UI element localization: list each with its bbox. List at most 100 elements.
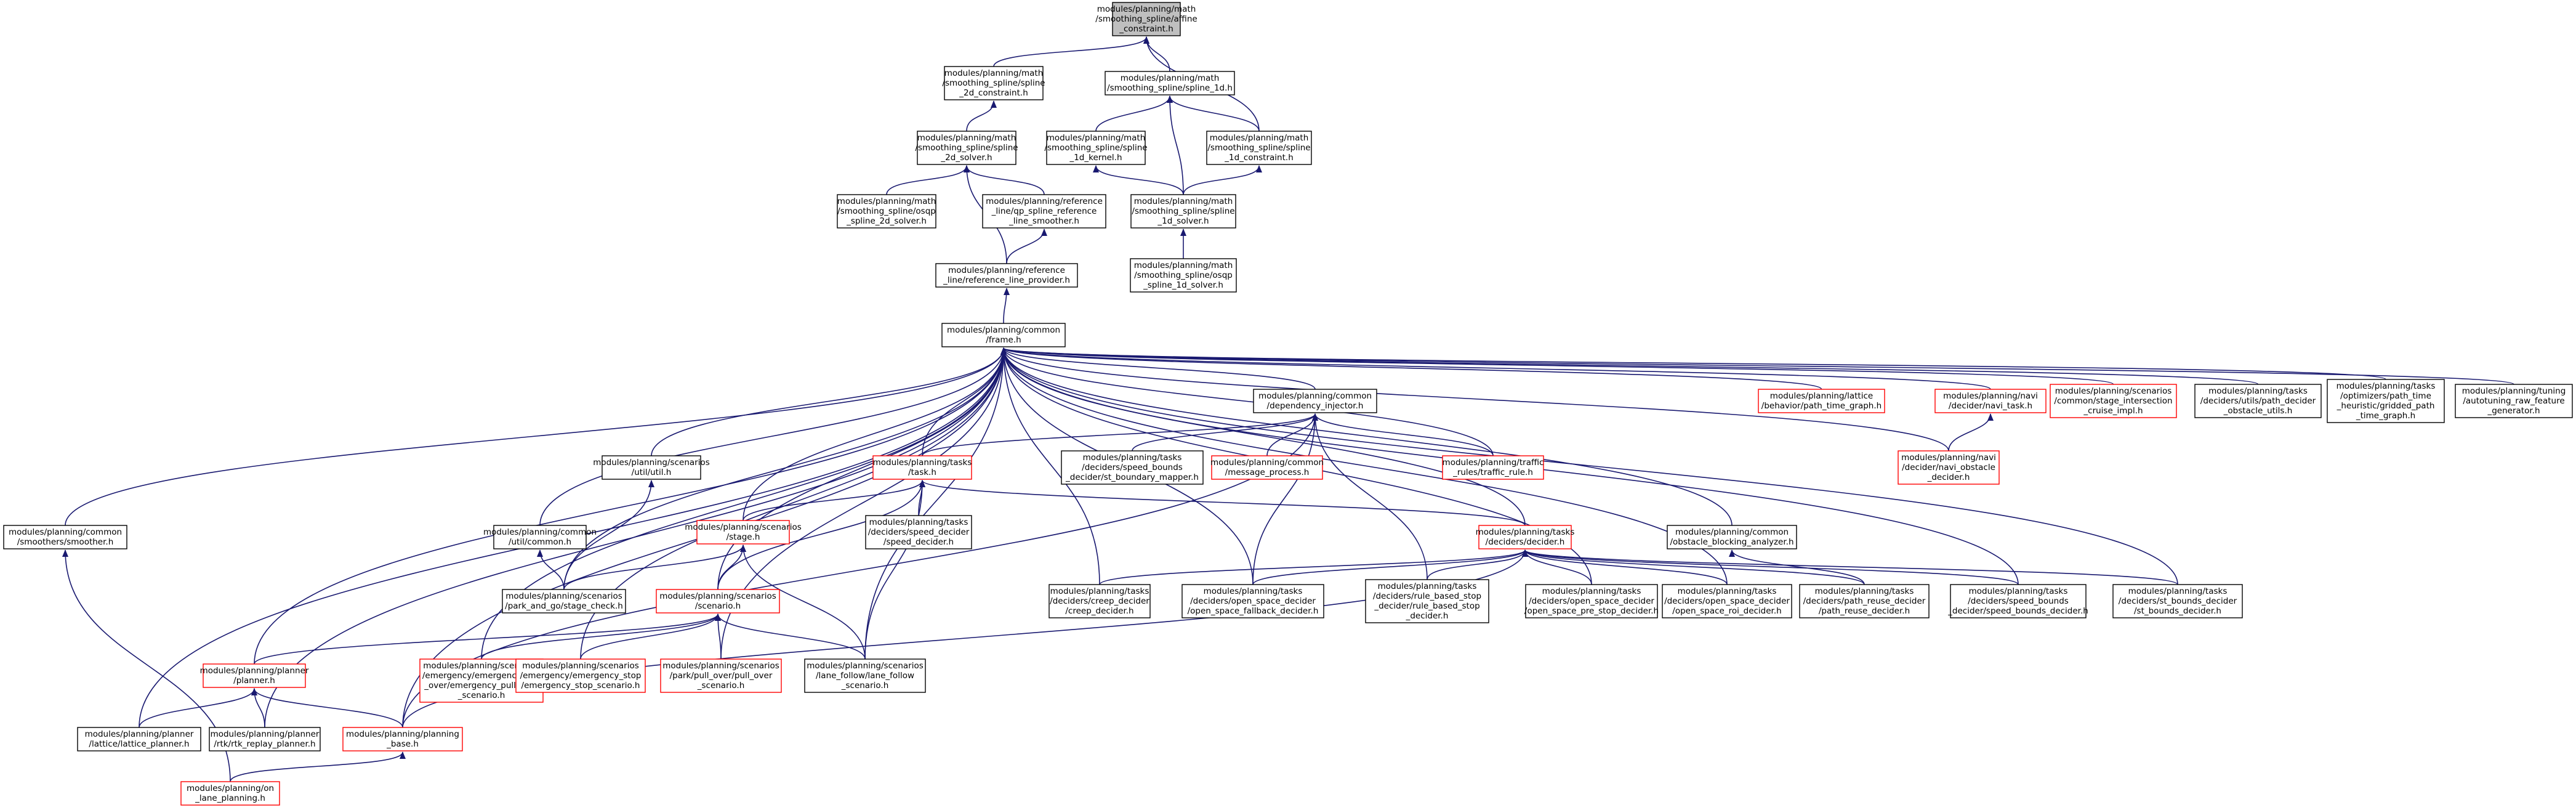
edge-spline1ds-to-spline1dk xyxy=(1093,165,1184,195)
node-label-line: modules/planning/tasks xyxy=(869,517,968,527)
graph-nodes: modules/planning/math/smoothing_spline/a… xyxy=(3,2,2573,806)
node-box xyxy=(1181,584,1324,618)
node-st-bounds-decider[interactable]: modules/planning/tasks/deciders/st_bound… xyxy=(2112,584,2243,618)
edge-pathreuse-to-decider xyxy=(1522,549,1865,585)
node-spline-1d-constraint[interactable]: modules/planning/math/smoothing_spline/s… xyxy=(1206,131,1312,165)
edge-spline2dc-to-affine xyxy=(993,36,1149,67)
node-obstacle-blocking-analyzer[interactable]: modules/planning/common/obstacle_blockin… xyxy=(1667,525,1797,549)
node-label-line: modules/planning/scenarios xyxy=(2055,386,2172,396)
node-label-line: modules/planning/scenarios xyxy=(593,458,710,468)
node-util-common[interactable]: modules/planning/common/util/common.h xyxy=(483,525,597,549)
edge-stage-to-task xyxy=(743,480,925,521)
node-label-line: _decider/speed_bounds_decider.h xyxy=(1947,606,2088,616)
node-spline-2d-constraint[interactable]: modules/planning/math/smoothing_spline/s… xyxy=(942,66,1045,100)
edge-speedbounds-to-decider xyxy=(1522,549,2019,585)
node-st-boundary-mapper[interactable]: modules/planning/tasks/deciders/speed_bo… xyxy=(1061,450,1204,485)
node-affine-constraint[interactable]: modules/planning/math/smoothing_spline/a… xyxy=(1095,2,1197,36)
node-speed-bounds-decider[interactable]: modules/planning/tasks/deciders/speed_bo… xyxy=(1947,584,2088,618)
node-speed-decider[interactable]: modules/planning/tasks/deciders/speed_de… xyxy=(865,515,972,549)
node-navi-obstacle-decider[interactable]: modules/planning/navi/decider/navi_obsta… xyxy=(1898,450,2000,485)
node-label-line: /smoothing_spline/spline xyxy=(942,78,1045,88)
edge-emgpull-to-scenario xyxy=(481,614,721,660)
node-label-line: /lattice/lattice_planner.h xyxy=(89,739,189,749)
node-label-line: /open_space_fallback_decider.h xyxy=(1188,606,1319,616)
node-label-line: /smoothers/smoother.h xyxy=(17,537,114,547)
node-label-line: /lane_follow/lane_follow xyxy=(816,671,914,681)
node-label-line: /deciders/creep_decider xyxy=(1050,596,1149,606)
node-label-line: /stage.h xyxy=(727,532,760,542)
node-label-line: modules/planning/math xyxy=(944,68,1044,78)
node-stage-intersection-cruise-impl[interactable]: modules/planning/scenarios/common/stage_… xyxy=(2050,384,2177,418)
node-label-line: modules/planning/scenarios xyxy=(659,591,776,601)
node-park-and-go-stage-check[interactable]: modules/planning/scenarios/park_and_go/s… xyxy=(502,589,626,614)
edge-emgstop-to-scenario xyxy=(580,614,721,660)
node-box xyxy=(1105,71,1235,95)
node-qp-spline-reference-line-smoother[interactable]: modules/planning/reference_line/qp_splin… xyxy=(982,194,1106,229)
node-navi-task[interactable]: modules/planning/navi/decider/navi_task.… xyxy=(1934,389,2047,413)
node-scenario[interactable]: modules/planning/scenarios/scenario.h xyxy=(656,589,780,614)
node-label-line: _scenario.h xyxy=(457,691,505,700)
node-box xyxy=(1799,584,1930,618)
node-task[interactable]: modules/planning/tasks/task.h xyxy=(872,455,972,480)
node-label-line: /emergency_stop_scenario.h xyxy=(521,681,640,691)
node-label-line: modules/planning/common xyxy=(1258,391,1372,401)
node-frame[interactable]: modules/planning/common/frame.h xyxy=(941,323,1066,347)
edge-spline2ds-to-spline2dc xyxy=(966,100,997,132)
edge-planner-to-scenario xyxy=(254,614,721,665)
node-label-line: modules/planning/tasks xyxy=(1542,586,1641,596)
edge-task-to-depinj xyxy=(922,413,1318,456)
edge-stbounds-to-frame xyxy=(1000,347,2178,585)
node-scenarios-util[interactable]: modules/planning/scenarios/util/util.h xyxy=(593,455,710,480)
node-traffic-rule[interactable]: modules/planning/traffic_rules/traffic_r… xyxy=(1442,455,1544,480)
node-open-space-fallback-decider[interactable]: modules/planning/tasks/deciders/open_spa… xyxy=(1181,584,1324,618)
node-label-line: /frame.h xyxy=(986,335,1021,345)
node-creep-decider[interactable]: modules/planning/tasks/deciders/creep_de… xyxy=(1049,584,1151,618)
node-emergency-stop-scenario[interactable]: modules/planning/scenarios/emergency/eme… xyxy=(515,658,646,693)
node-planning-base[interactable]: modules/planning/planning_base.h xyxy=(342,727,463,751)
node-label-line: /emergency/emergency_stop xyxy=(520,671,642,681)
node-label-line: modules/planning/common xyxy=(947,325,1060,335)
node-gridded-path-time-graph[interactable]: modules/planning/tasks/optimizers/path_t… xyxy=(2327,379,2445,423)
node-box xyxy=(804,658,926,693)
node-label-line: /decider/navi_task.h xyxy=(1949,401,2032,411)
node-spline-1d-solver[interactable]: modules/planning/math/smoothing_spline/s… xyxy=(1130,194,1236,229)
node-label-line: _line/reference_line_provider.h xyxy=(943,275,1070,285)
node-pull-over-scenario[interactable]: modules/planning/scenarios/park/pull_ove… xyxy=(660,658,782,693)
node-box xyxy=(493,525,587,549)
node-dependency-injector[interactable]: modules/planning/common/dependency_injec… xyxy=(1253,389,1377,413)
node-on-lane-planning[interactable]: modules/planning/on_lane_planning.h xyxy=(180,781,280,806)
node-spline-2d-solver[interactable]: modules/planning/math/smoothing_spline/s… xyxy=(915,131,1018,165)
node-path-time-graph[interactable]: modules/planning/lattice/behavior/path_t… xyxy=(1758,389,1885,413)
node-osqp-spline-2d-solver[interactable]: modules/planning/math/smoothing_spline/o… xyxy=(837,194,936,229)
node-reference-line-provider[interactable]: modules/planning/reference_line/referenc… xyxy=(935,263,1078,288)
node-open-space-roi-decider[interactable]: modules/planning/tasks/deciders/open_spa… xyxy=(1662,584,1792,618)
node-label-line: /smoothing_spline/spline xyxy=(1207,143,1310,153)
node-path-reuse-decider[interactable]: modules/planning/tasks/deciders/path_reu… xyxy=(1799,584,1930,618)
node-smoother[interactable]: modules/planning/common/smoothers/smooth… xyxy=(3,525,127,549)
edge-parkgo-to-stage xyxy=(563,545,746,590)
node-box xyxy=(1253,389,1377,413)
node-label-line: _1d_kernel.h xyxy=(1069,153,1122,163)
node-spline-1d-kernel[interactable]: modules/planning/math/smoothing_spline/s… xyxy=(1044,131,1148,165)
node-planner[interactable]: modules/planning/planner/planner.h xyxy=(200,663,309,688)
node-box xyxy=(1130,194,1236,229)
node-lane-follow-scenario[interactable]: modules/planning/scenarios/lane_follow/l… xyxy=(804,658,926,693)
node-rtk-replay-planner[interactable]: modules/planning/planner/rtk/rtk_replay_… xyxy=(209,727,321,751)
node-open-space-pre-stop-decider[interactable]: modules/planning/tasks/deciders/open_spa… xyxy=(1524,584,1659,618)
node-decider[interactable]: modules/planning/tasks/deciders/decider.… xyxy=(1476,525,1575,549)
node-box xyxy=(656,589,780,614)
node-box xyxy=(982,194,1106,229)
node-message-process[interactable]: modules/planning/common/message_process.… xyxy=(1210,455,1324,480)
node-box xyxy=(2327,379,2445,423)
node-spline-1d[interactable]: modules/planning/math/smoothing_spline/s… xyxy=(1105,71,1235,95)
node-path-decider-obstacle-utils[interactable]: modules/planning/tasks/deciders/utils/pa… xyxy=(2194,384,2322,418)
node-rule-based-stop-decider[interactable]: modules/planning/tasks/deciders/rule_bas… xyxy=(1365,579,1489,623)
node-box xyxy=(837,194,936,229)
node-label-line: modules/planning/scenarios xyxy=(522,661,639,671)
node-label-line: /deciders/rule_based_stop xyxy=(1373,591,1481,601)
node-lattice-planner[interactable]: modules/planning/planner/lattice/lattice… xyxy=(77,727,201,751)
node-autotuning-raw-feature-generator[interactable]: modules/planning/tuning/autotuning_raw_f… xyxy=(2455,384,2573,418)
node-osqp-spline-1d-solver[interactable]: modules/planning/math/smoothing_spline/o… xyxy=(1130,258,1237,293)
node-label-line: /task.h xyxy=(908,468,936,477)
node-stage[interactable]: modules/planning/scenarios/stage.h xyxy=(685,520,802,545)
